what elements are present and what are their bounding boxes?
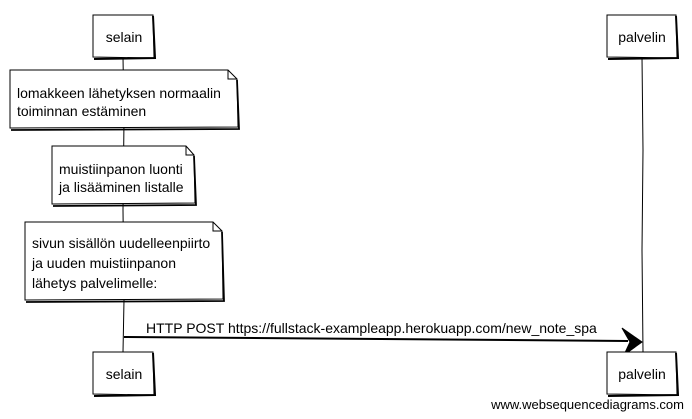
note-1-line-2: toiminnan estäminen — [17, 103, 146, 119]
participant-box-selain-bottom: selain — [92, 351, 157, 397]
note-2-line-1: muistiinpanon luonti — [59, 161, 183, 177]
participant-label-palvelin-top: palvelin — [618, 29, 665, 45]
note-2-line-2: ja lisääminen listalle — [58, 179, 184, 195]
message-label-1: HTTP POST https://fullstack-exampleapp.h… — [146, 320, 597, 336]
note-3: sivun sisällön uudelleenpiirto ja uuden … — [24, 221, 225, 303]
note-3-line-2: ja uuden muistiinpanon — [31, 255, 176, 271]
note-2: muistiinpanon luonti ja lisääminen lista… — [51, 145, 197, 207]
note-3-line-1: sivun sisällön uudelleenpiirto — [32, 235, 210, 251]
participant-box-selain-top: selain — [92, 14, 157, 60]
participant-label-palvelin-bottom: palvelin — [618, 366, 665, 382]
note-1-line-1: lomakkeen lähetyksen normaalin — [17, 85, 221, 101]
note-1: lomakkeen lähetyksen normaalin toiminnan… — [9, 69, 240, 131]
lifeline-palvelin — [641, 56, 644, 353]
message-arrow-1: HTTP POST https://fullstack-exampleapp.h… — [123, 320, 643, 357]
participant-box-palvelin-top: palvelin — [606, 14, 680, 60]
participant-label-selain-bottom: selain — [106, 366, 143, 382]
note-3-line-3: lähetys palvelimelle: — [32, 275, 157, 291]
participant-box-palvelin-bottom: palvelin — [606, 351, 680, 397]
participant-label-selain-top: selain — [106, 29, 143, 45]
watermark-text: www.websequencediagrams.com — [490, 397, 684, 412]
